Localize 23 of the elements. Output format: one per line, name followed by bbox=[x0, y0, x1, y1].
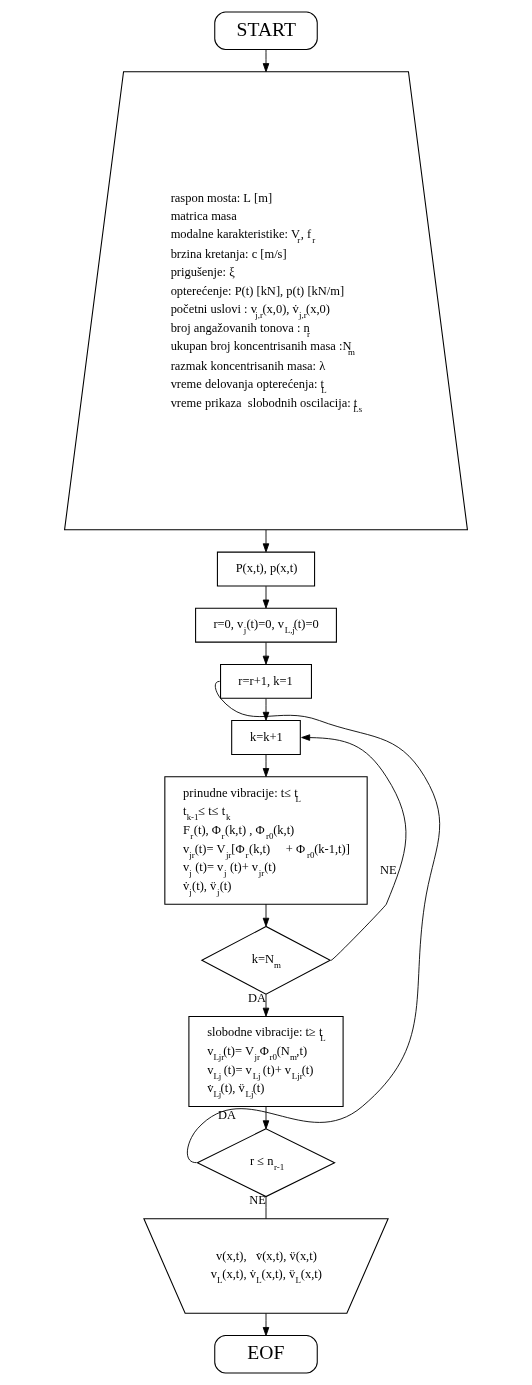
arrow bbox=[262, 698, 270, 721]
node-box: START bbox=[214, 11, 318, 50]
arrow bbox=[301, 734, 407, 961]
arrow bbox=[262, 529, 270, 553]
node-diamond: k=N$_{m}$ bbox=[200, 925, 332, 995]
node-box: slobodne vibracije: t≥ t$_{L}$ v$_{Ljr}$(t)= V$_{jr}$Φ$_{r0}$(N$_{m}$,t) v$_{Lj}$ (t)= v$_{Lj}$ (t)+ v$_{Ljr}$(t) v̇$_{Lj}$(t), v̈$_{Lj}$(t) bbox=[188, 1015, 344, 1108]
arrow bbox=[262, 1106, 270, 1130]
arrow bbox=[262, 754, 270, 777]
connector bbox=[265, 1196, 267, 1220]
node-box: r=0, v$_{j}$(t)=0, v$_{L,j}$(t)=0 bbox=[195, 607, 337, 643]
node-box: k=k+1 bbox=[231, 720, 301, 755]
edge-label: NE bbox=[379, 863, 397, 878]
node-box: prinudne vibracije: t≤ t$_{L}$ t$_{k-1}$≤ t≤ t$_{k}$ F$_{r}$(t), Φ$_{r}$(k,t) , Φ$_{r0}$(k,t) v$_{jr}$(t)= V$_{jr}$[Φ$_{r}$(k,t) + Φ$_{r0}$(k-1,t)] v$_{j}$ (t)= v$_{j}$ (t)+ v$_{jr}$(t) v̇$_{j}$(t), v̈$_{j}$(t) bbox=[164, 776, 368, 905]
arrow bbox=[262, 1313, 270, 1336]
arrow bbox=[262, 585, 270, 609]
edge-label: DA bbox=[218, 1107, 237, 1122]
arrow bbox=[262, 903, 270, 927]
arrow bbox=[262, 49, 270, 73]
arrow bbox=[262, 993, 270, 1017]
node-box: P(x,t), p(x,t) bbox=[216, 551, 316, 587]
node-box: EOF bbox=[214, 1335, 318, 1374]
arrow bbox=[262, 641, 270, 665]
node-box: r=r+1, k=1 bbox=[220, 663, 312, 699]
